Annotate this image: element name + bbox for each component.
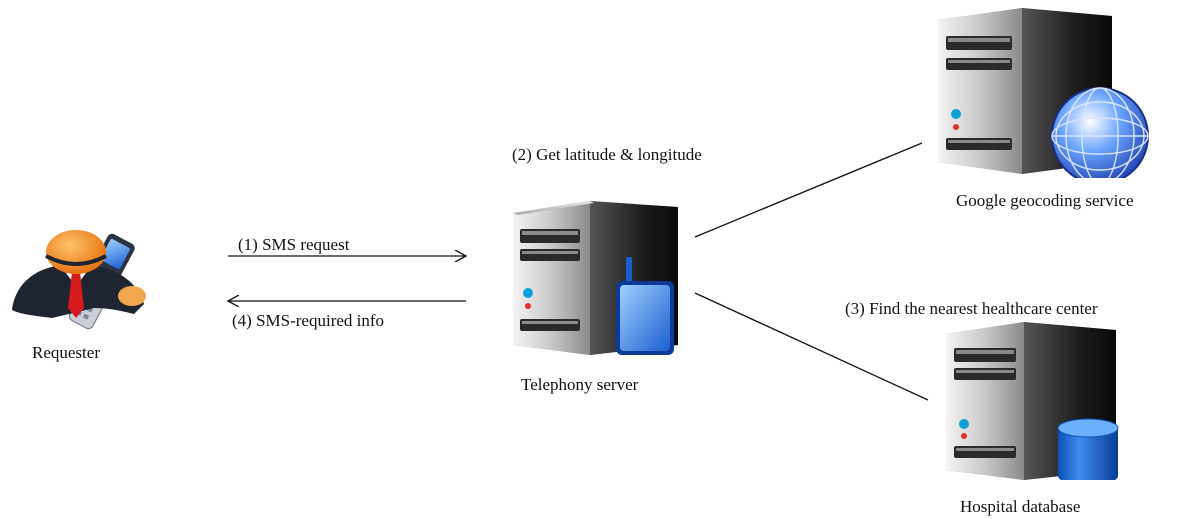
- link-to-hospital: [694, 292, 929, 401]
- geocoding-label: Google geocoding service: [956, 191, 1134, 210]
- edge-label-find-nearest: (3) Find the nearest healthcare center: [845, 299, 1098, 318]
- telephony-node: [498, 195, 688, 355]
- hospital-node: [932, 320, 1132, 480]
- requester-label: Requester: [32, 343, 100, 362]
- telephony-label: Telephony server: [521, 375, 639, 394]
- edge-label-sms-request: (1) SMS request: [238, 235, 350, 254]
- edge-label-sms-info: (4) SMS-required info: [232, 311, 385, 330]
- geocoding-node: [924, 6, 1154, 178]
- server-with-database-icon: [946, 322, 1119, 480]
- person-with-phone-icon: [12, 230, 146, 330]
- requester-node: [10, 222, 180, 340]
- server-with-globe-icon: [938, 8, 1149, 178]
- link-to-geocoding: [694, 142, 923, 238]
- edge-label-get-latlng: (2) Get latitude & longitude: [512, 145, 702, 164]
- hospital-label: Hospital database: [960, 497, 1081, 516]
- server-with-phone-icon: [513, 201, 678, 355]
